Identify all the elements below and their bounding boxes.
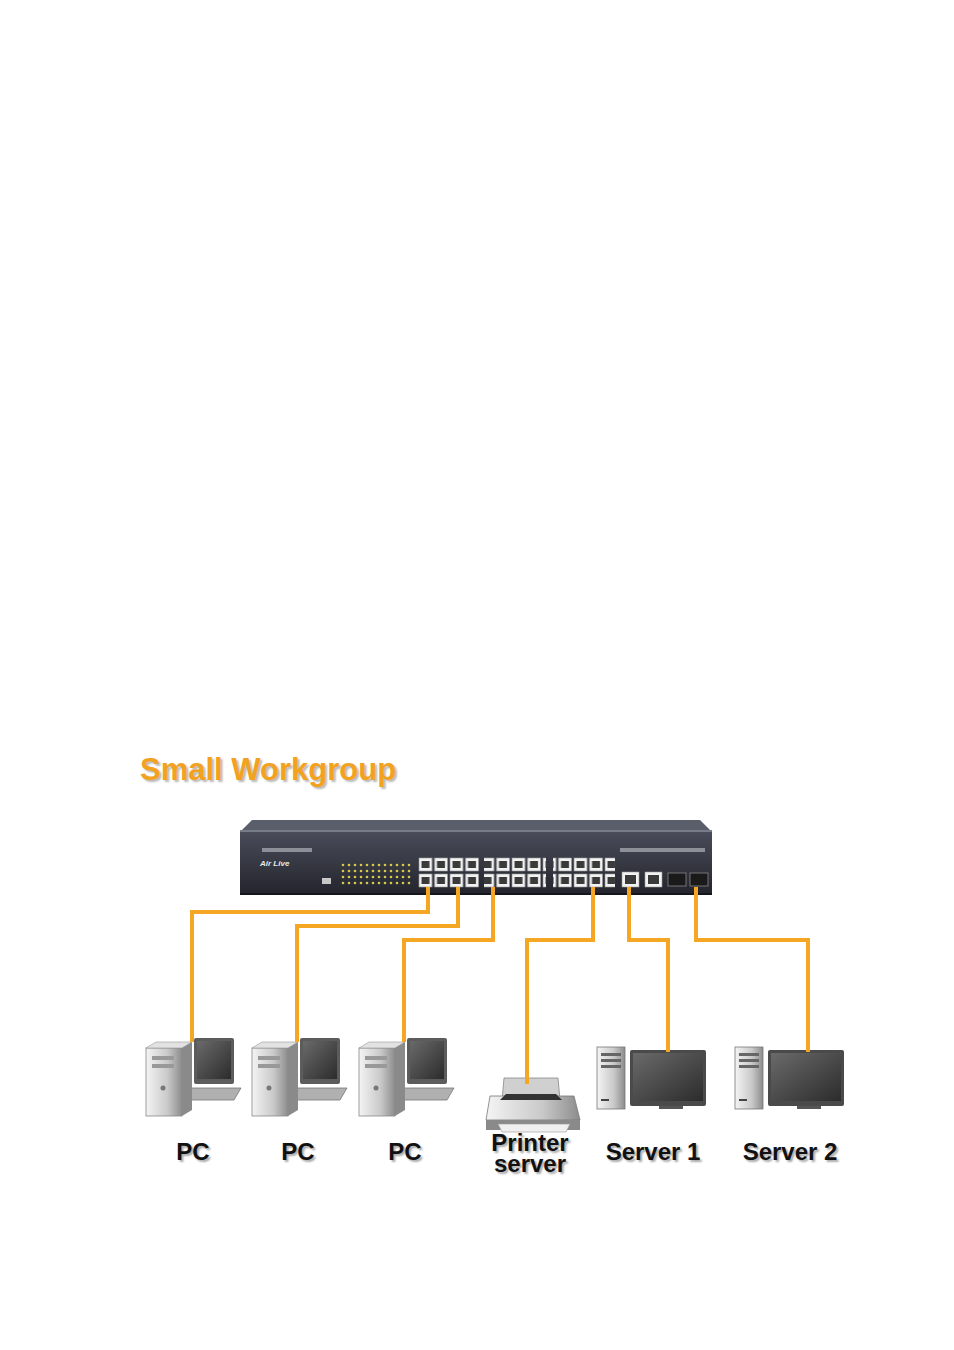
network-cable — [629, 887, 668, 1052]
network-cable — [297, 887, 458, 1042]
network-switch: Air Live — [240, 820, 712, 895]
network-cable — [404, 887, 493, 1042]
device-node: PC — [238, 1036, 358, 1162]
brand-logo: Air Live — [260, 859, 289, 868]
device-node: Printer server — [467, 1078, 593, 1174]
device-label: Printer server — [480, 1132, 580, 1174]
device-node: Server 1 — [592, 1046, 714, 1162]
device-node: PC — [133, 1036, 253, 1162]
device-node: PC — [345, 1036, 465, 1162]
diagram-title: Small Workgroup — [140, 752, 396, 788]
device-label: PC — [388, 1141, 421, 1162]
device-node: Server 2 — [728, 1046, 852, 1162]
network-cable — [527, 887, 593, 1084]
network-cable — [696, 887, 808, 1052]
device-label: PC — [281, 1141, 314, 1162]
network-cable — [192, 887, 428, 1042]
device-label: PC — [176, 1141, 209, 1162]
device-label: Server 2 — [743, 1141, 838, 1162]
device-label: Server 1 — [606, 1141, 701, 1162]
